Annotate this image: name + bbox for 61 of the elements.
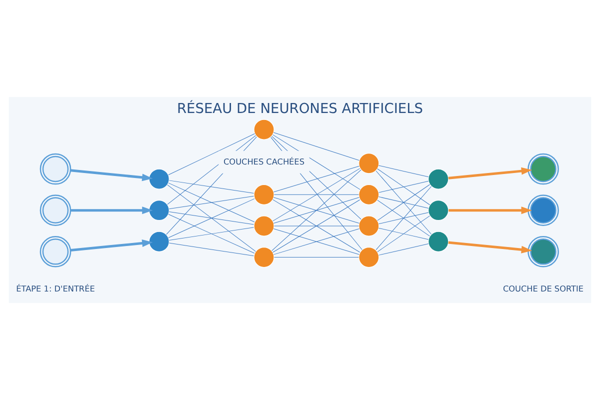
- connector: [168, 133, 256, 176]
- connector: [378, 180, 429, 193]
- connector: [273, 132, 360, 161]
- connector: [168, 212, 254, 225]
- label: COUCHES CACHÉES: [224, 156, 304, 166]
- connector: [167, 184, 256, 252]
- connector: [377, 216, 430, 252]
- arrow: [70, 169, 153, 182]
- connector: [168, 196, 254, 210]
- connector: [168, 182, 255, 222]
- connector: [273, 197, 360, 224]
- arrow: [448, 241, 532, 254]
- node-circle: [358, 246, 380, 268]
- connector: [377, 168, 430, 206]
- connector: [272, 168, 360, 222]
- connector: [378, 228, 429, 240]
- node-circle: [428, 231, 449, 252]
- connector: [168, 214, 255, 254]
- arrow: [70, 206, 153, 214]
- node-circle: [254, 184, 274, 205]
- diagram-title: RÉSEAU DE NEURONES ARTIFICIELS: [176, 101, 424, 118]
- node-circle: [358, 216, 380, 236]
- connector: [378, 165, 429, 178]
- node-circle: [254, 246, 274, 268]
- node-circle: [428, 200, 449, 221]
- node-picture: [40, 194, 72, 226]
- node-circle: [254, 119, 274, 140]
- arrow: [70, 240, 153, 252]
- connector: [168, 180, 254, 194]
- label: ÉTAPE 1: D'ENTRÉE: [16, 283, 95, 294]
- arrow: [448, 206, 532, 214]
- node-circle: [428, 168, 449, 190]
- connector: [377, 184, 430, 221]
- connector: [378, 212, 429, 224]
- arrow: [448, 167, 532, 180]
- connector: [274, 194, 359, 195]
- connector: [273, 166, 360, 192]
- node-circle: [148, 200, 170, 221]
- connector: [168, 242, 254, 256]
- connector: [376, 170, 432, 235]
- connector: [272, 134, 360, 190]
- node-picture: [528, 194, 559, 226]
- node-circle: [254, 216, 274, 236]
- connector: [377, 200, 430, 236]
- node-picture: [528, 153, 559, 185]
- node-circle: [358, 153, 380, 174]
- connector: [274, 257, 359, 258]
- connector: [272, 170, 362, 252]
- connector: [378, 244, 429, 256]
- node-circle: [148, 168, 170, 190]
- connector: [378, 196, 429, 208]
- node-picture: [40, 153, 72, 185]
- node-circle: [358, 184, 380, 205]
- label: COUCHE DE SORTIE: [502, 283, 584, 294]
- connector: [273, 228, 360, 255]
- node-picture: [40, 236, 72, 268]
- connector: [168, 227, 254, 240]
- node-picture: [528, 236, 559, 268]
- node-circle: [148, 231, 170, 252]
- connector: [168, 198, 255, 238]
- connector: [376, 186, 432, 250]
